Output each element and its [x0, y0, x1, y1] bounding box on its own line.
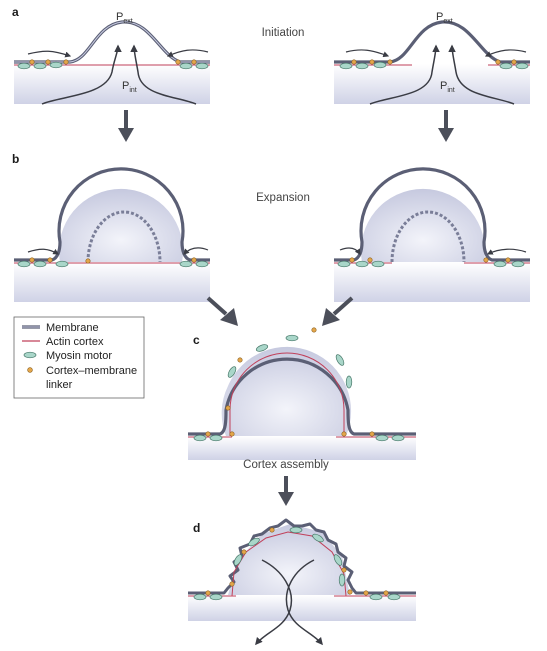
panel-b-letter: b — [12, 152, 19, 166]
legend-actin-label: Actin cortex — [46, 336, 104, 348]
panel-a-letter: a — [12, 5, 19, 19]
legend-membrane-label: Membrane — [46, 322, 99, 334]
membrane-bleb — [334, 22, 530, 62]
p-ext-label-left: Pext — [116, 11, 133, 25]
panel-b: b Expansion — [12, 152, 530, 326]
flow-arrow — [184, 248, 208, 254]
panel-b-right-cell — [334, 169, 530, 302]
bleb-fill — [59, 189, 183, 262]
membrane-bleb — [14, 22, 210, 62]
legend-linker-label-1: Cortex–membrane — [46, 365, 137, 377]
panel-d-letter: d — [193, 521, 200, 535]
arrow-c-to-d — [278, 476, 294, 506]
panel-b-left-cell — [14, 169, 210, 302]
panel-c: c Cortex assembly — [188, 328, 416, 506]
arrow-a-to-b-left — [118, 110, 134, 142]
cell-body — [188, 595, 416, 621]
panel-d: d — [188, 520, 416, 644]
panel-c-letter: c — [193, 333, 200, 347]
stage-cortex-assembly-label: Cortex assembly — [243, 459, 329, 471]
flow-arrow — [168, 50, 208, 56]
stage-expansion-label: Expansion — [256, 192, 310, 204]
panel-a-right-cell: Pext Pint — [334, 11, 530, 104]
cell-body — [14, 262, 210, 302]
legend-myosin-label: Myosin motor — [46, 350, 112, 362]
legend-linker-label-2: linker — [46, 379, 73, 391]
arrow-a-to-b-right — [438, 110, 454, 142]
panel-a-left-cell: Pext Pint — [14, 11, 210, 104]
flow-arrow — [28, 249, 58, 254]
flow-arrow — [346, 50, 388, 56]
flow-arrow — [488, 249, 526, 254]
membrane-highlight — [14, 22, 210, 62]
arrow-b-to-c-right — [322, 298, 352, 326]
flow-arrow — [28, 51, 70, 56]
cell-body — [334, 262, 530, 302]
legend: Membrane Actin cortex Myosin motor Corte… — [14, 317, 144, 398]
flow-arrow — [486, 50, 526, 56]
panel-a: a Initiation Pext Pint — [12, 5, 530, 142]
bleb-fill — [361, 189, 485, 262]
stage-initiation-label: Initiation — [262, 27, 305, 39]
p-ext-label-right: Pext — [436, 11, 453, 25]
flow-arrow — [340, 248, 360, 254]
arrow-b-to-c-left — [208, 298, 238, 326]
